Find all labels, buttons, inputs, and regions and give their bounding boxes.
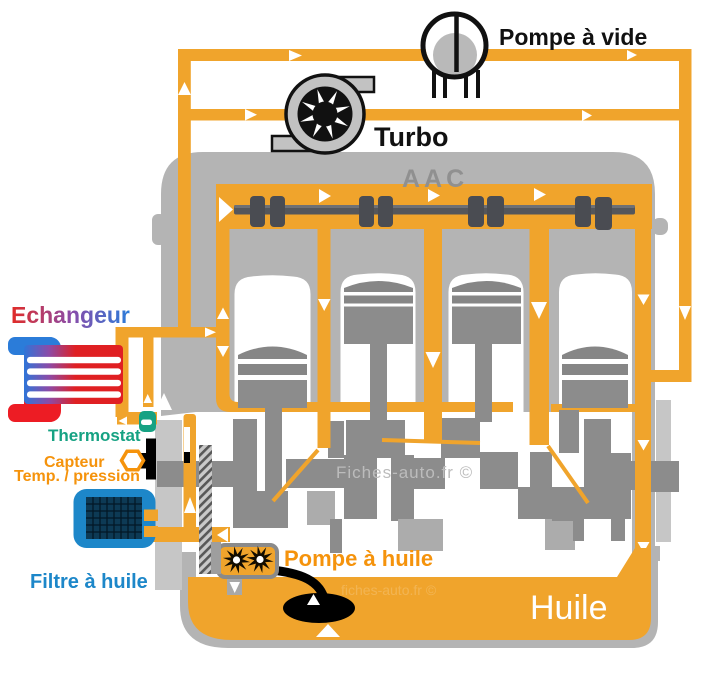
svg-text:Fiches-auto.fr ©: Fiches-auto.fr ©	[336, 463, 473, 482]
svg-text:Echangeur: Echangeur	[11, 302, 130, 328]
svg-text:AAC: AAC	[402, 165, 468, 193]
svg-text:Pompe à vide: Pompe à vide	[499, 24, 647, 50]
svg-text:fiches-auto.fr ©: fiches-auto.fr ©	[341, 582, 437, 598]
svg-text:Pompe à huile: Pompe à huile	[284, 546, 433, 571]
svg-text:Capteur: Capteur	[44, 454, 104, 471]
svg-text:Huile: Huile	[530, 589, 607, 627]
svg-text:Temp. / pression: Temp. / pression	[14, 468, 140, 485]
svg-text:Filtre à huile: Filtre à huile	[30, 571, 148, 593]
svg-text:Thermostat: Thermostat	[48, 426, 141, 445]
svg-text:Turbo: Turbo	[374, 122, 448, 152]
